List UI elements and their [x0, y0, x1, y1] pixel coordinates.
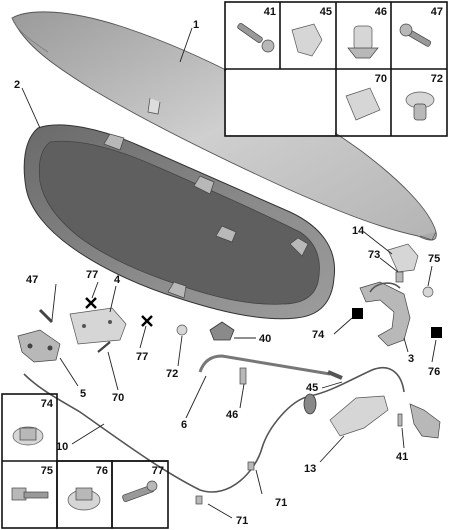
clip-nut-45-icon	[291, 23, 323, 57]
callout-4: 4	[114, 274, 121, 286]
callout-6: 6	[181, 419, 187, 431]
push-clip-46-icon	[347, 25, 379, 59]
grid-top-label-45: 45	[320, 6, 332, 18]
release-cable-10	[23, 367, 405, 493]
clip-75-latch	[422, 286, 434, 298]
callout-70: 70	[112, 392, 124, 404]
bolt-47-icon	[399, 23, 432, 47]
hood-latch-bracket	[359, 281, 411, 347]
bolt-41-lower	[397, 413, 403, 427]
callout-1: 1	[193, 19, 199, 31]
hood-insulator	[23, 124, 336, 320]
callout-77a: 77	[86, 269, 98, 281]
callout-72: 72	[166, 368, 178, 380]
callout-labels: 1 2 3 4 5 6 10 13 14 40 41 45 46 47 70 7…	[14, 19, 440, 527]
grid-top-label-46: 46	[375, 6, 387, 18]
marker-74	[352, 308, 363, 319]
callout-71b: 71	[236, 515, 248, 527]
grid-bottom-label-75: 75	[41, 465, 53, 477]
nut-76-icon	[67, 487, 101, 511]
grid-top-label-47: 47	[431, 6, 443, 18]
grid-bottom-label-74: 74	[41, 398, 54, 410]
callout-14: 14	[352, 225, 365, 237]
screw-41-icon	[237, 22, 275, 53]
bolt-47-left	[38, 308, 54, 324]
hood-panel	[11, 11, 437, 241]
striker-cover	[387, 243, 419, 273]
bolt-75-icon	[11, 487, 49, 501]
grommet-40	[209, 321, 235, 341]
callout-73: 73	[368, 249, 380, 261]
callout-41: 41	[396, 451, 408, 463]
clip-71-a	[247, 461, 255, 471]
callout-74: 74	[312, 329, 325, 341]
callout-71a: 71	[275, 497, 287, 509]
callout-75: 75	[428, 253, 440, 265]
hinge-assembly-5	[17, 329, 61, 363]
screw-70	[97, 341, 111, 353]
hardware-grid-top: 41 45 46 47 70 72	[224, 1, 448, 137]
pin-46	[239, 367, 247, 385]
grid-top-label-41: 41	[264, 6, 276, 18]
marker-76	[431, 327, 442, 338]
grid-top-label-72: 72	[431, 73, 443, 85]
spring-clip-70-icon	[345, 87, 381, 121]
callout-5: 5	[80, 388, 86, 400]
hinge-plate-4	[69, 307, 127, 345]
callout-77b: 77	[136, 351, 148, 363]
marker-77-upper	[85, 297, 97, 309]
hardware-grid-bottom: 74 75 76 77	[1, 393, 169, 529]
nut-74-icon	[12, 426, 44, 446]
callout-2: 2	[14, 79, 20, 91]
clip-71-b	[195, 495, 203, 505]
callout-76: 76	[428, 366, 440, 378]
release-handle-13	[329, 395, 441, 439]
support-rod-6	[198, 354, 343, 380]
clip-72-lower	[176, 324, 188, 336]
screw-77-icon	[122, 480, 158, 503]
grid-top-label-70: 70	[375, 73, 387, 85]
callout-10: 10	[56, 441, 68, 453]
callout-13: 13	[304, 463, 316, 475]
callout-45: 45	[306, 382, 318, 394]
rivet-72-icon	[405, 91, 435, 121]
callout-3: 3	[408, 353, 414, 365]
marker-77-lower	[141, 315, 153, 327]
grid-bottom-label-77: 77	[152, 465, 164, 477]
callout-47: 47	[26, 274, 38, 286]
bolt-73	[395, 271, 404, 283]
leader-lines	[21, 27, 437, 519]
grid-bottom-label-76: 76	[96, 465, 108, 477]
callout-46: 46	[226, 409, 238, 421]
callout-40: 40	[259, 333, 271, 345]
